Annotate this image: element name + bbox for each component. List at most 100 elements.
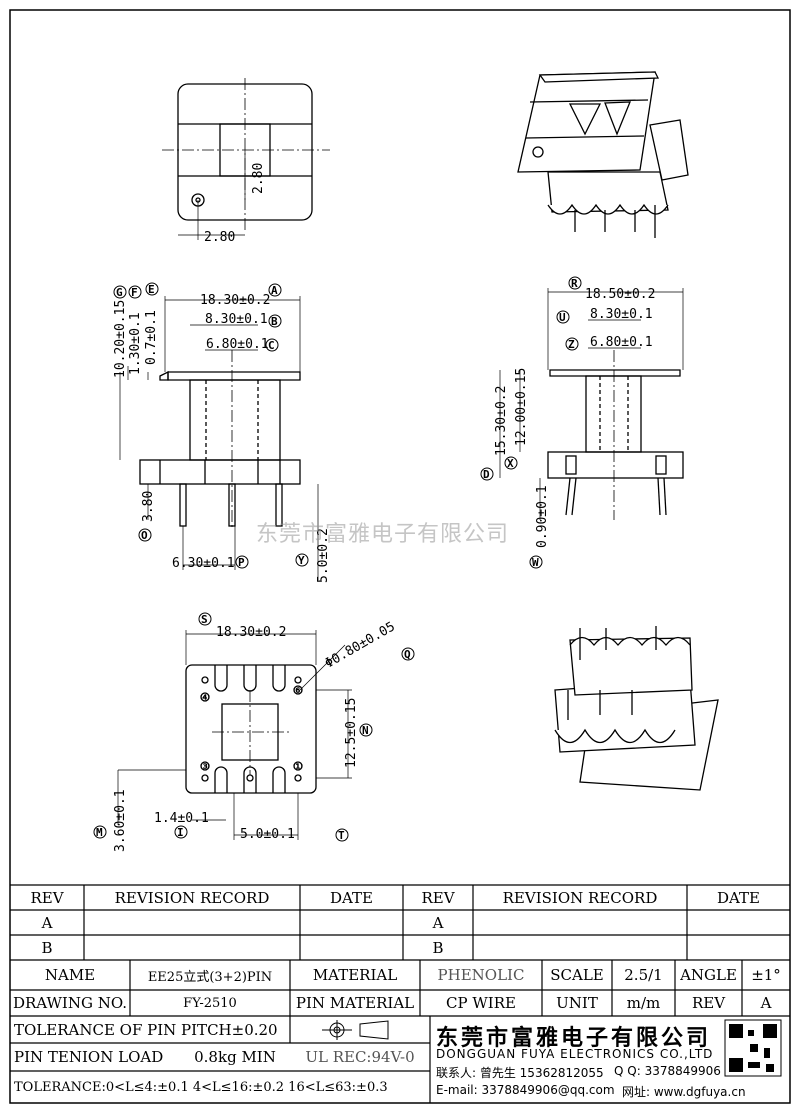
pitch-tolerance: TOLERANCE OF PIN PITCH±0.20	[14, 1020, 278, 1039]
title-block: REV REVISION RECORD DATE REV REVISION RE…	[10, 885, 790, 1103]
marker-o: O	[141, 529, 148, 542]
email: E-mail: 3378849906@qq.com	[436, 1083, 615, 1097]
bottom-dim-pin-off: 1.4±0.1	[154, 811, 209, 826]
front-dim-pin-ext: 5.0±0.2	[316, 528, 331, 583]
bottom-pin-6: ⑥	[293, 684, 303, 697]
front-dim-lip: 0.7±0.1	[144, 310, 159, 365]
bottom-pin-4: ④	[200, 691, 210, 704]
pin-material-label: PIN MATERIAL	[295, 994, 415, 1012]
drawing-no-label: DRAWING NO.	[12, 994, 128, 1012]
qq: Q Q: 3378849906	[614, 1064, 721, 1078]
material-value: PHENOLIC	[437, 966, 525, 984]
top-dim-h: 2.80	[204, 230, 235, 245]
marker-w: W	[532, 556, 539, 569]
front-dim-flange: 1.30±0.1	[128, 312, 143, 375]
front-view	[119, 296, 319, 580]
unit-value: m/m	[626, 994, 661, 1012]
pin-tension-value: 0.8kg MIN	[194, 1048, 276, 1066]
iso-view-top	[517, 71, 689, 238]
side-dim-overall: 18.50±0.2	[585, 287, 655, 302]
revision-record-header-2: REVISION RECORD	[502, 888, 658, 907]
rev-header-1: REV	[30, 888, 64, 907]
top-dim-v: 2.80	[251, 163, 266, 194]
angle-value: ±1°	[751, 966, 781, 984]
title-block-grid	[10, 884, 790, 1103]
bottom-dim-depth: 12.5±0.15	[344, 698, 359, 768]
front-dim-inner2: 6.80±0.1	[206, 337, 269, 352]
contact: 联系人: 曾先生 15362812055	[436, 1066, 604, 1080]
marker-r: R	[571, 277, 578, 290]
side-dim-pin-dia: 0.90±0.1	[535, 485, 550, 548]
marker-s: S	[201, 613, 208, 626]
marker-t: T	[338, 829, 345, 842]
qr-code-icon	[724, 1019, 782, 1077]
front-dim-height: 10.20±0.15	[113, 300, 128, 378]
rev-label: REV	[691, 994, 726, 1012]
marker-x: X	[507, 457, 514, 470]
pin-material-value: CP WIRE	[446, 994, 516, 1012]
marker-m: M	[96, 826, 103, 839]
marker-q: Q	[404, 648, 411, 661]
bottom-pin-1: ①	[293, 760, 303, 773]
material-label: MATERIAL	[312, 966, 398, 984]
rev-row-b-left: B	[41, 938, 53, 957]
drawing-no-value: FY-2510	[183, 995, 237, 1011]
rev-value: A	[760, 994, 772, 1012]
rev-row-b-right: B	[432, 938, 444, 957]
date-header-1: DATE	[330, 888, 373, 907]
top-view	[162, 78, 330, 240]
pin-tension-label: PIN TENION LOAD	[14, 1048, 164, 1066]
projection-symbol	[322, 1020, 389, 1040]
bottom-dim-hole-dia: Φ0.80±0.05	[323, 619, 398, 671]
name-value: EE25立式(3+2)PIN	[147, 969, 273, 985]
angle-label: ANGLE	[680, 966, 737, 984]
side-dim-height: 15.30±0.2	[494, 386, 509, 456]
name-label: NAME	[44, 966, 96, 984]
unit-label: UNIT	[556, 994, 598, 1012]
date-header-2: DATE	[717, 888, 760, 907]
side-dim-inner1: 8.30±0.1	[590, 307, 653, 322]
company-name-en: DONGGUAN FUYA ELECTRONICS CO.,LTD	[436, 1047, 714, 1061]
marker-n: N	[362, 724, 369, 737]
marker-i: I	[177, 826, 184, 839]
side-view	[499, 288, 684, 520]
scale-value: 2.5/1	[624, 966, 663, 984]
marker-a: A	[271, 284, 278, 297]
front-dim-pin-pitch: 6.30±0.1	[172, 556, 235, 571]
rev-row-a-right: A	[432, 913, 444, 932]
ul-rec: UL REC:94V-0	[305, 1048, 415, 1066]
marker-p: P	[238, 556, 245, 569]
marker-e: E	[148, 283, 155, 296]
tolerance-note: TOLERANCE:0<L≤4:±0.1 4<L≤16:±0.2 16<L≤63…	[14, 1079, 388, 1095]
side-dim-inner2: 6.80±0.1	[590, 335, 653, 350]
marker-f: F	[131, 286, 138, 299]
rev-header-2: REV	[421, 888, 455, 907]
marker-g: G	[116, 286, 123, 299]
front-dim-overall: 18.30±0.2	[200, 293, 270, 308]
side-dim-height2: 12.00±0.15	[514, 368, 529, 446]
marker-y: Y	[298, 554, 305, 567]
marker-d: D	[483, 468, 490, 481]
bottom-markers	[93, 612, 415, 842]
front-markers	[113, 282, 309, 569]
company-name-cn: 东莞市富雅电子有限公司	[436, 1026, 712, 1051]
marker-c: C	[268, 339, 275, 352]
bottom-dim-pin-pitch: 5.0±0.1	[240, 827, 295, 842]
bottom-dim-overall: 18.30±0.2	[216, 625, 286, 640]
bottom-pin-3: ③	[200, 760, 210, 773]
watermark: 东莞市富雅电子有限公司	[256, 522, 510, 547]
marker-u: U	[559, 311, 566, 324]
rev-row-a-left: A	[41, 913, 53, 932]
iso-view-bottom	[554, 626, 719, 791]
bottom-dim-edge: 3.60±0.1	[113, 789, 128, 852]
scale-label: SCALE	[550, 966, 604, 984]
bottom-view	[117, 630, 352, 840]
marker-z: Z	[568, 338, 575, 351]
front-dim-inner1: 8.30±0.1	[205, 312, 268, 327]
website: 网址: www.dgfuya.cn	[622, 1085, 746, 1099]
marker-b: B	[271, 315, 278, 328]
revision-record-header-1: REVISION RECORD	[114, 888, 270, 907]
front-dim-pin-len: 3.80	[141, 491, 156, 522]
